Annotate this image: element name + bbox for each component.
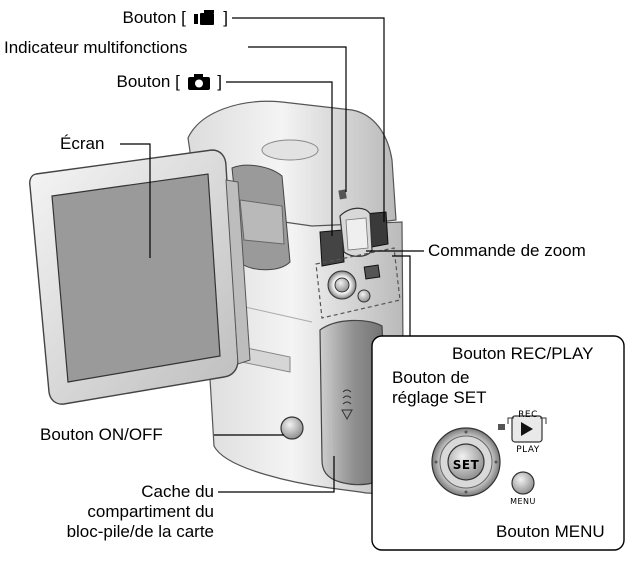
- label-screen: Écran: [60, 134, 105, 153]
- label-cover-line2: compartiment du: [87, 502, 214, 521]
- play-mark: PLAY: [516, 445, 540, 455]
- label-set-line1: Bouton de: [392, 368, 470, 387]
- camera-body: [187, 100, 405, 494]
- label-onoff: Bouton ON/OFF: [40, 425, 163, 444]
- label-photo-button-close: ]: [212, 72, 222, 91]
- leader-lines: [120, 17, 549, 530]
- label-video-button: Bouton [ ]: [60, 8, 228, 28]
- label-video-button-text: Bouton [: [122, 8, 191, 27]
- menu-mark: MENU: [510, 497, 536, 506]
- still-camera-icon: [187, 74, 210, 90]
- video-camera-icon: [193, 10, 214, 25]
- set-button-mark: SET: [452, 458, 480, 472]
- label-photo-button: Bouton [ ]: [60, 72, 222, 92]
- label-set: Bouton de réglage SET: [392, 368, 487, 408]
- label-cover-line3: bloc-pile/de la carte: [66, 522, 214, 541]
- lcd-panel: [29, 149, 251, 405]
- label-rec-play: Bouton REC/PLAY: [452, 344, 594, 363]
- rec-mark: REC: [518, 410, 538, 420]
- label-indicator: Indicateur multifonctions: [4, 38, 188, 57]
- controls-inset: [371, 335, 625, 551]
- label-zoom: Commande de zoom: [428, 241, 586, 260]
- label-menu: Bouton MENU: [496, 522, 605, 541]
- label-set-line2: réglage SET: [392, 388, 487, 407]
- label-video-button-close: ]: [218, 8, 228, 27]
- label-cover: Cache du compartiment du bloc-pile/de la…: [20, 482, 214, 542]
- label-cover-line1: Cache du: [141, 482, 214, 501]
- label-photo-button-text: Bouton [: [116, 72, 185, 91]
